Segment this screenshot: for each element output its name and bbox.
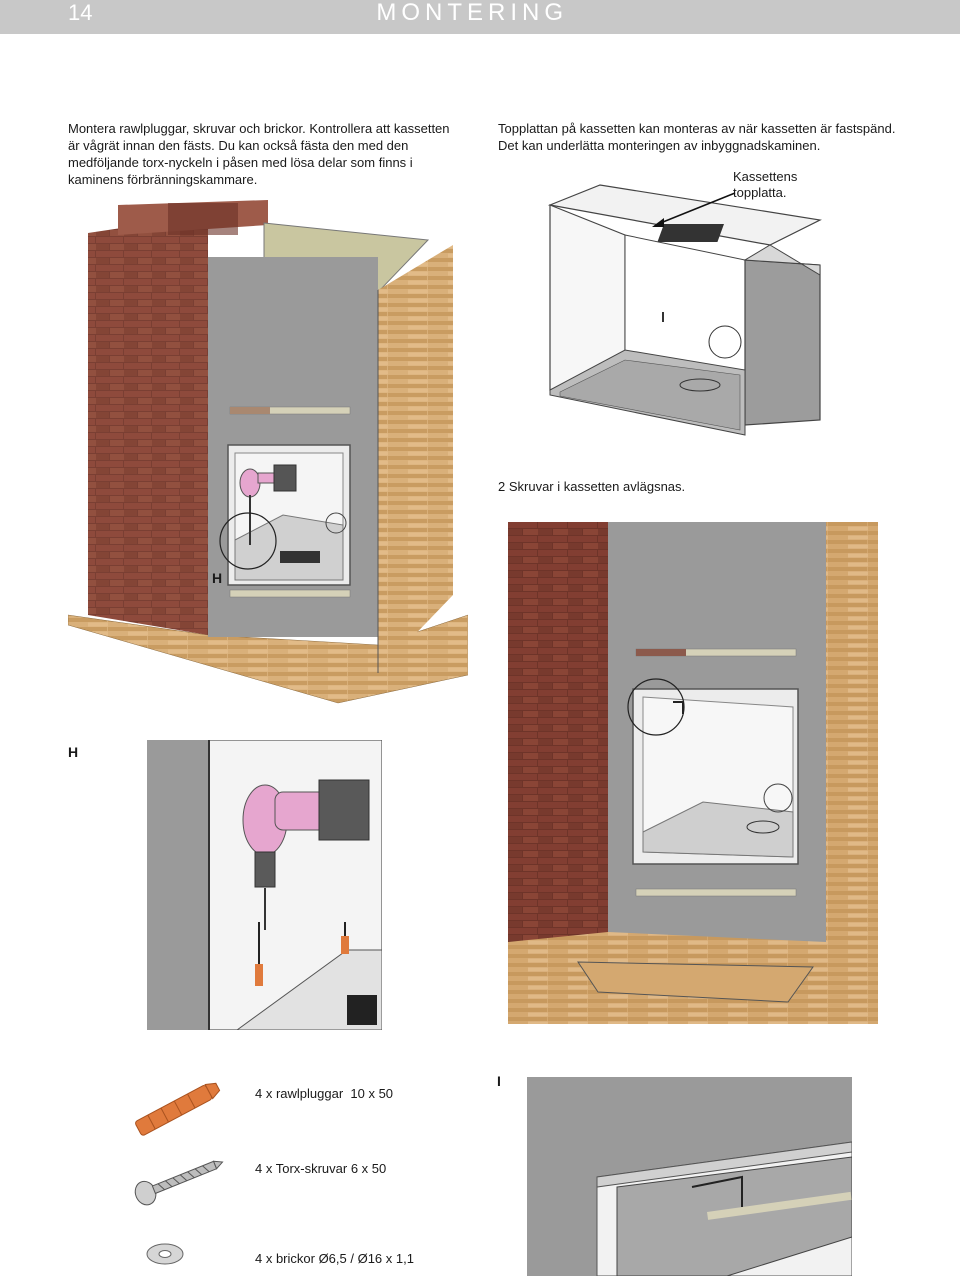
intro-text-left: Montera rawlpluggar, skruvar och brickor… (68, 121, 450, 187)
caption-screws-removed: 2 Skruvar i kassetten avlägsnas. (498, 479, 686, 494)
part-rawlplug-label: 4 x rawlpluggar 10 x 50 (255, 1086, 394, 1101)
washer-icon (146, 1243, 184, 1265)
page-header: 14 MONTERING (0, 0, 960, 34)
intro-text-right: Topplattan på kassetten kan monteras av … (498, 121, 896, 153)
step-label-h-small: H (212, 570, 223, 586)
rawlplug-icon (135, 1082, 221, 1136)
part-torx-screw-label: 4 x Torx-skruvar 6 x 50 (255, 1161, 387, 1176)
illustration-cassette-top-plate (547, 184, 822, 436)
page-title: MONTERING (376, 0, 568, 26)
step-label-h-large: H (68, 744, 79, 760)
illustration-cassette-in-wall (68, 200, 468, 704)
part-washer-label: 4 x brickor Ø6,5 / Ø16 x 1,1 (255, 1251, 414, 1266)
page-number: 14 (68, 0, 93, 25)
step-label-i-large: I (497, 1073, 501, 1089)
illustration-i-top-plate-closeup (527, 1077, 852, 1276)
callout-top-plate: Kassettens topplatta. (733, 169, 798, 200)
illustration-screws-removed (508, 522, 878, 1024)
illustration-h-drill-closeup (147, 740, 382, 1030)
torx-screw-icon (134, 1160, 224, 1206)
